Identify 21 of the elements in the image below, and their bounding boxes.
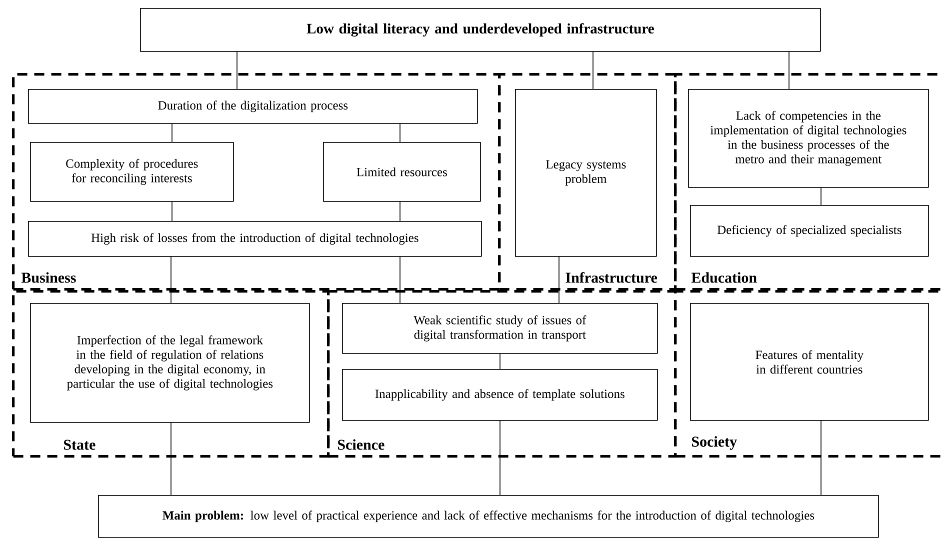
connector-line (170, 256, 172, 304)
factor-box: Features of mentality in different countries (690, 303, 929, 421)
factor-box: High risk of losses from the introduction of digital technologies (28, 221, 482, 257)
factor-box: Limited resources (323, 142, 481, 202)
connector-line (170, 422, 172, 496)
connector-line (236, 51, 238, 90)
factor-box: Duration of the digitalization process (28, 89, 478, 124)
factor-box: Weak scientific study of issues of digital transformation in transport (342, 303, 658, 354)
factor-box: Lack of competencies in the implementation of digital technologies in the business processes of the metro and their management (688, 89, 929, 188)
factor-box: Complexity of procedures for reconciling interests (30, 142, 234, 202)
connector-line (592, 51, 594, 90)
connector-line (820, 187, 822, 206)
root-problem-box: Low digital literacy and underdeveloped infrastructure (140, 8, 821, 52)
factor-box: Imperfection of the legal framework in the field of regulation of relations developing in the digital economy, in particular the use of digital technologies (30, 303, 310, 423)
factor-box: Inapplicability and absence of template solutions (342, 369, 658, 421)
connector-line (558, 256, 560, 304)
connector-line (820, 420, 822, 496)
main-problem-box: Main problem: low level of practical experience and lack of effective mechanisms for the introduction of digital technologies (98, 495, 879, 538)
connector-line (788, 51, 790, 90)
factor-box: Legacy systems problem (515, 89, 657, 257)
factor-box: Deficiency of specialized specialists (690, 205, 929, 257)
